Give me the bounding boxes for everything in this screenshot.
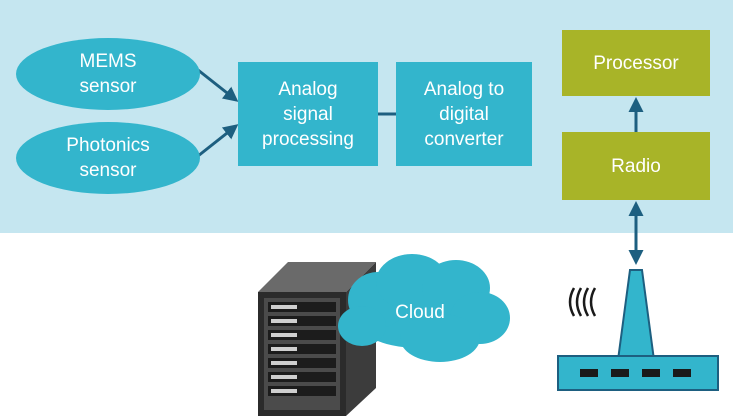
- arrow-photonics-to-asp: [197, 124, 239, 158]
- processor-node: Processor: [562, 30, 710, 96]
- adc-node: Analog to digital converter: [396, 62, 532, 166]
- cloud-label: Cloud: [395, 301, 445, 323]
- arrow-mems-to-asp: [197, 68, 239, 102]
- photonics-sensor-node: Photonics sensor: [16, 122, 200, 194]
- mems-sensor-node: MEMS sensor: [16, 38, 200, 110]
- radio-node: Radio: [562, 132, 710, 200]
- analog-signal-processing-node: Analog signal processing: [238, 62, 378, 166]
